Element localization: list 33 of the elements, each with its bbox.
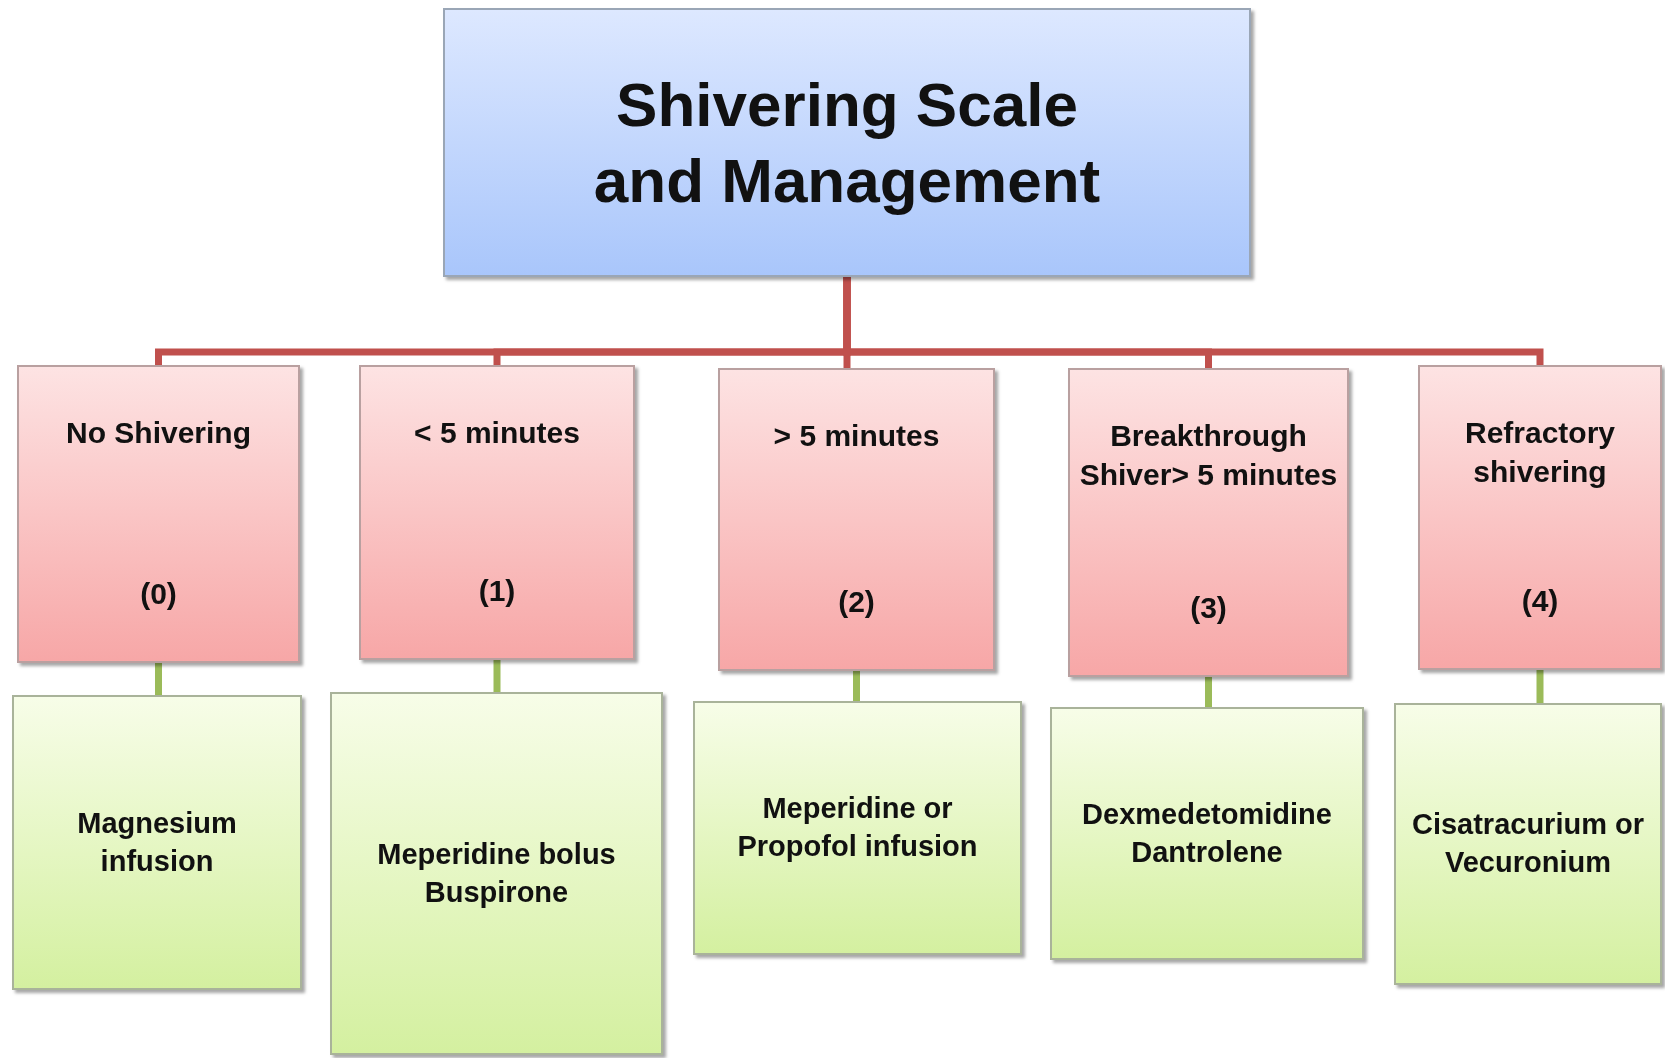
treatment-text: Meperidine or Propofol infusion — [736, 791, 979, 864]
score-number: (1) — [477, 574, 517, 608]
score-number: (4) — [1520, 584, 1560, 618]
treatment-text: Cisatracurium or Vecuronium — [1410, 807, 1646, 880]
scale-level-box — [718, 368, 995, 671]
treatment-box — [693, 701, 1022, 955]
treatment-box — [12, 695, 302, 990]
level-label: > 5 minutes — [772, 418, 941, 454]
score-number: (2) — [837, 585, 876, 619]
treatment-box — [1394, 703, 1662, 985]
level-label: Breakthrough Shiver> 5 minutes — [1078, 418, 1339, 493]
connector-line — [843, 277, 1544, 365]
score-number: (3) — [1189, 591, 1228, 625]
connector-line — [1536, 670, 1544, 703]
scale-level-box — [1418, 365, 1662, 670]
title-box — [443, 8, 1251, 277]
score-number: (0) — [139, 577, 178, 611]
connector-line — [853, 671, 860, 701]
treatment-box — [1050, 707, 1364, 960]
connector-line — [155, 663, 162, 695]
level-label: < 5 minutes — [413, 415, 581, 451]
scale-level-box — [359, 365, 635, 660]
level-label: No Shivering — [65, 415, 252, 451]
level-label: Refractory shivering — [1463, 415, 1617, 490]
scale-level-box — [1068, 368, 1349, 677]
treatment-text: Magnesium infusion — [76, 805, 238, 879]
treatment-text: Meperidine bolus Buspirone — [376, 836, 617, 910]
treatment-text: Dexmedetomidine Dantrolene — [1081, 796, 1333, 870]
treatment-box — [330, 692, 663, 1055]
connector-line — [1205, 677, 1212, 707]
scale-level-box — [17, 365, 300, 663]
connector-line — [493, 660, 501, 692]
title-text: Shivering Scale and Management — [592, 68, 1102, 217]
